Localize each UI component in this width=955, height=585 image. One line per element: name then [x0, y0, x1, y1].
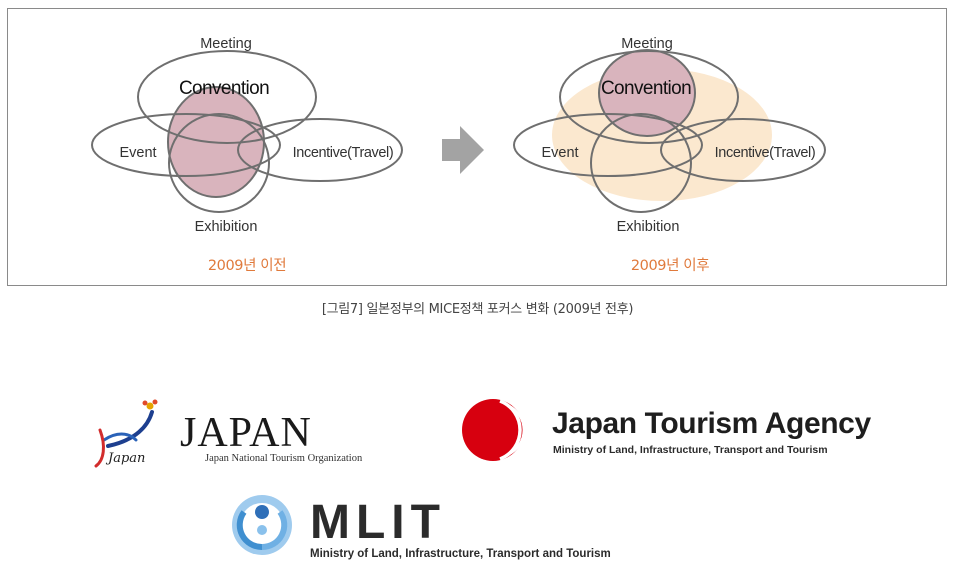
incentive-ellipse-after [660, 118, 826, 182]
jta-subtitle: Ministry of Land, Infrastructure, Transp… [553, 444, 828, 456]
figure-caption: [그림7] 일본정부의 MICE정책 포커스 변화 (2009년 전후) [321, 302, 634, 317]
exhibition-circle-after [590, 113, 692, 213]
arrow-right-icon [442, 126, 484, 174]
jnto-wordmark: JAPAN [180, 410, 312, 456]
label-exhibition: Exhibition [195, 219, 258, 235]
event-ellipse [91, 113, 281, 177]
incentive-ellipse [237, 118, 403, 182]
label-convention: Convention [179, 78, 269, 99]
jta-name: Japan Tourism Agency [552, 407, 871, 440]
jnto-emblem-icon: Japan [94, 399, 158, 468]
mlit-emblem-icon [232, 495, 292, 555]
convention-circle [167, 86, 265, 198]
mice-diagram: Meeting Convention Event Incentive(Trave… [91, 36, 826, 274]
label-meeting-after: Meeting [621, 36, 673, 52]
convention-circle-after [598, 49, 696, 137]
jnto-logo: Japan JAPAN Japan National Tourism Organ… [94, 399, 363, 468]
jta-logo: Japan Tourism Agency Ministry of Land, I… [462, 399, 872, 461]
label-incentive: Incentive(Travel) [293, 145, 394, 161]
diagram-before: Meeting Convention Event Incentive(Trave… [91, 36, 403, 274]
diagram-frame [7, 8, 947, 286]
meeting-ellipse [137, 50, 317, 144]
exhibition-circle [168, 113, 270, 213]
label-exhibition-after: Exhibition [617, 219, 680, 235]
mlit-logo: MLIT Ministry of Land, Infrastructure, T… [232, 495, 611, 560]
label-meeting: Meeting [200, 36, 252, 52]
jnto-subtitle: Japan National Tourism Organization [205, 453, 363, 464]
label-convention-after: Convention [601, 78, 691, 99]
label-incentive-after: Incentive(Travel) [715, 145, 816, 161]
label-event-after: Event [541, 145, 578, 161]
period-after: 2009년 이후 [631, 257, 709, 274]
jta-red-sun-icon [462, 399, 525, 461]
diagram-after: Meeting Convention Event Incentive(Trave… [513, 36, 826, 274]
event-ellipse-after [513, 113, 703, 177]
mlit-subtitle: Ministry of Land, Infrastructure, Transp… [310, 548, 611, 560]
jnto-script-word: Japan [105, 451, 145, 466]
mlit-wordmark: MLIT [310, 496, 446, 549]
period-before: 2009년 이전 [208, 257, 286, 274]
label-event: Event [119, 145, 156, 161]
